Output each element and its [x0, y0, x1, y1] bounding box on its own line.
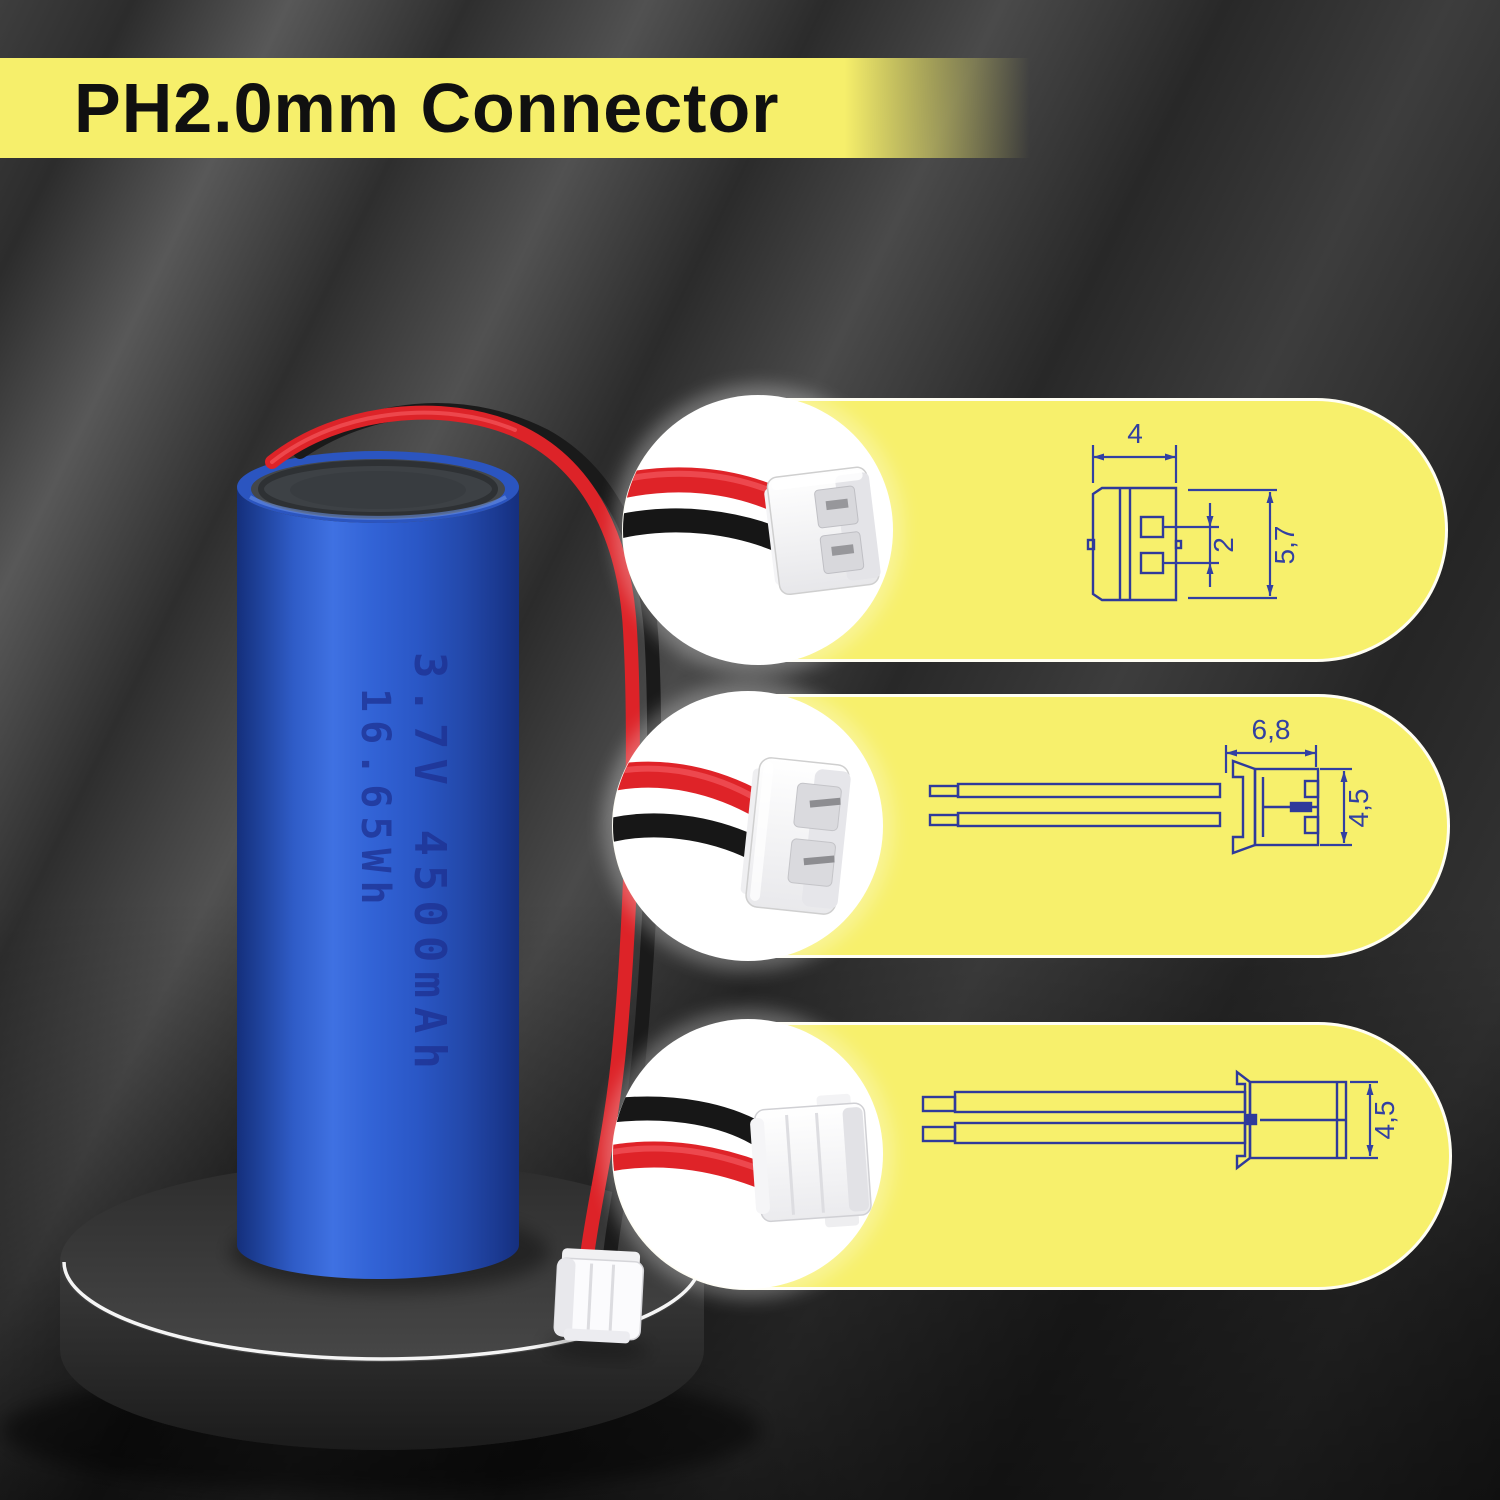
diagram-top-view: 4,5 [921, 1069, 1400, 1171]
banner-title: PH2.0mm Connector [74, 69, 780, 147]
panel-connector-top-view: 4,5 [612, 1019, 1452, 1290]
connector-photo-side [613, 691, 883, 961]
photo-connector-housing [750, 1093, 872, 1228]
dim-height-label: 5,7 [1269, 526, 1300, 565]
panel-connector-side-view: 6,8 4,5 [612, 691, 1450, 961]
title-banner: PH2.0mm Connector [0, 58, 1030, 158]
dim-width-label: 4 [1127, 418, 1143, 449]
battery-label-capacity: 3.7V 4500mAh [404, 652, 455, 1078]
diagram-front-view: 4 2 5,7 [1086, 418, 1300, 602]
dim-head-width-label: 6,8 [1252, 714, 1291, 745]
platform-rim-highlight [62, 1261, 702, 1361]
display-platform [2, 1162, 762, 1492]
connector-photo-front [623, 395, 893, 665]
dim-pitch-label: 2 [1208, 537, 1239, 553]
dim-head-height-label: 4,5 [1343, 789, 1374, 828]
photo-connector-housing [764, 466, 881, 596]
photo-black-wire [613, 1096, 775, 1149]
photo-red-wire [613, 761, 776, 820]
dim-head-height-label: 4,5 [1369, 1101, 1400, 1140]
photo-red-wire [613, 1141, 778, 1190]
photo-connector-housing [740, 757, 851, 915]
battery-label-energy: 16.65Wh [352, 688, 398, 913]
connector-photo-top [613, 1019, 883, 1289]
photo-red-wire [623, 467, 788, 512]
diagram-side-view: 6,8 4,5 [928, 714, 1374, 855]
battery: 3.7V 4500mAh 16.65Wh [237, 451, 519, 1279]
panel-connector-front-view: 4 2 5,7 [622, 395, 1448, 665]
photo-black-wire [623, 508, 793, 553]
battery-connector-plug [545, 1248, 650, 1360]
battery-top-cap [237, 451, 519, 523]
battery-body [237, 487, 519, 1279]
